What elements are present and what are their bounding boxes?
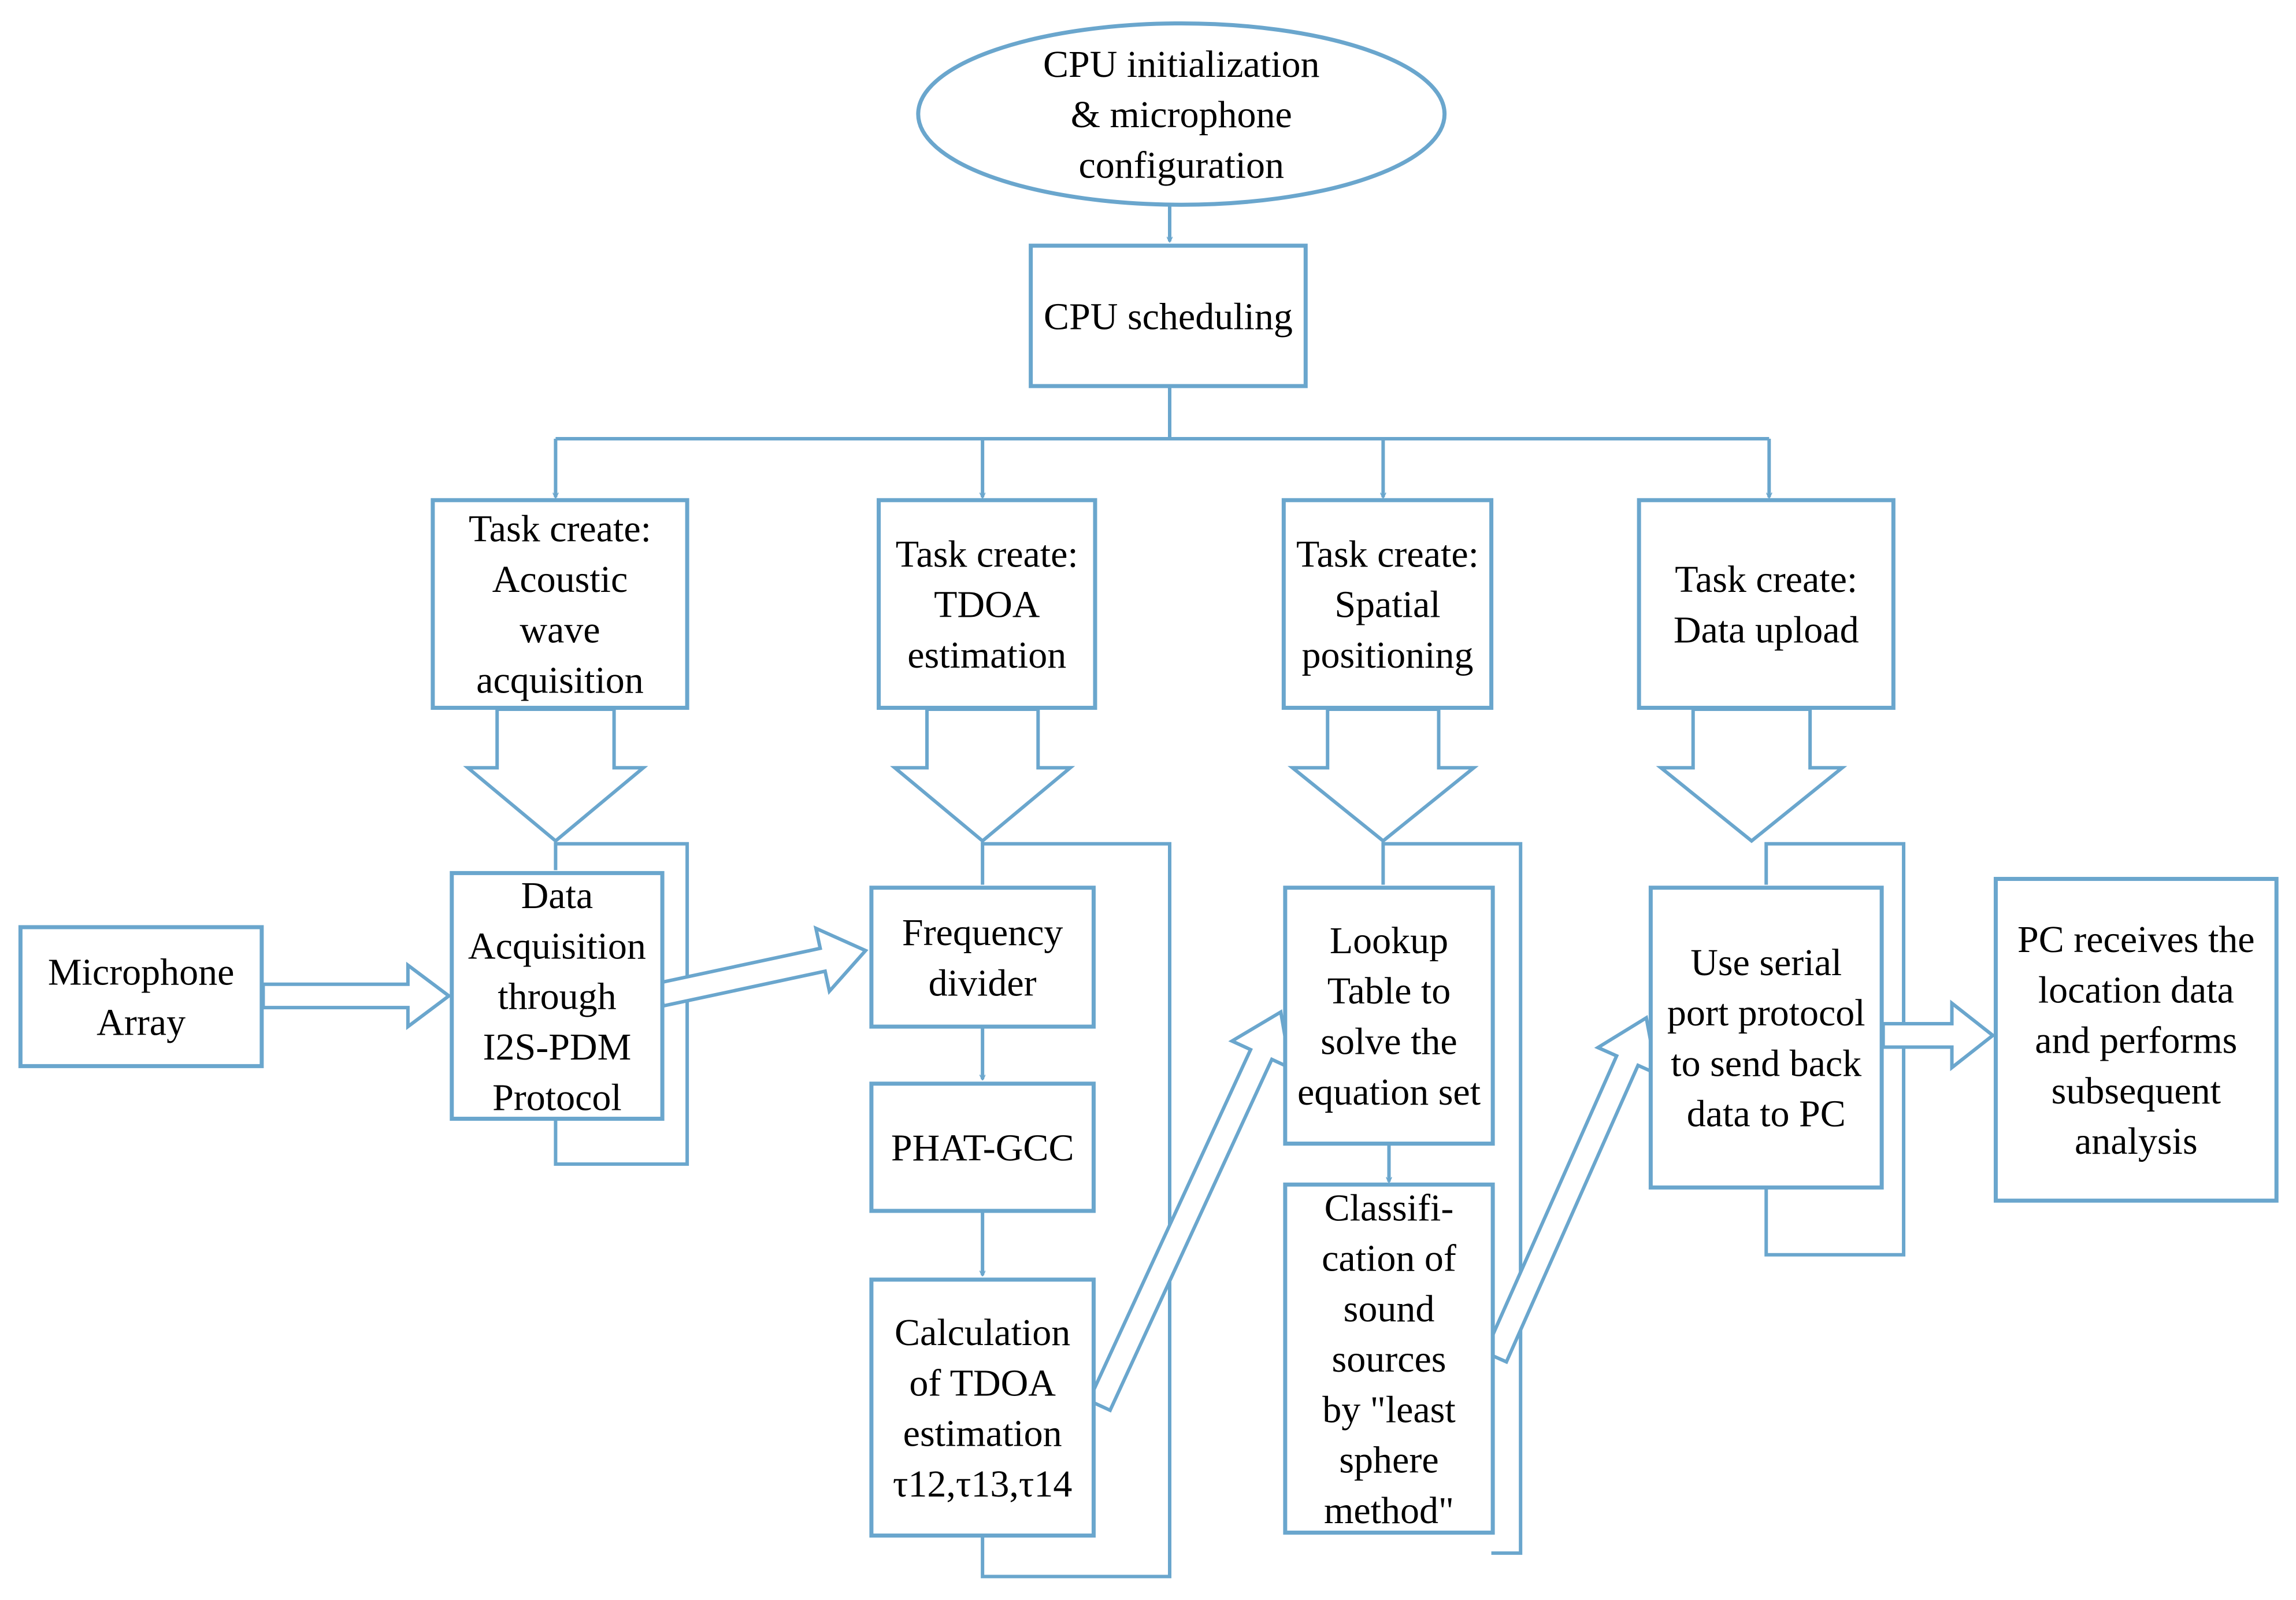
loop-tdoa xyxy=(981,842,1171,1579)
task3-text-line: Task create: xyxy=(1296,533,1479,575)
phat-node: PHAT-GCC xyxy=(869,1082,1096,1213)
calc-text-line: of TDOA xyxy=(909,1362,1056,1404)
classif-text-line: sources xyxy=(1332,1338,1446,1380)
classif-text-line: Classifi- xyxy=(1325,1187,1454,1229)
arrow-acq-to-freq xyxy=(656,925,869,1008)
lookup-text-line: Lookup xyxy=(1330,920,1448,962)
task3-shape xyxy=(1281,498,1494,710)
arrow-mic-to-acq xyxy=(261,961,452,1031)
task1-text-line: Task create: xyxy=(469,508,651,550)
process-nodes: CPU initialization & microphone configurat… xyxy=(18,21,2279,1538)
classif-text-line: cation of xyxy=(1322,1238,1456,1280)
sched-text-line: CPU scheduling xyxy=(1044,295,1293,338)
lookup-text-line: solve the xyxy=(1321,1020,1457,1062)
arrow-task1-down xyxy=(463,708,648,843)
pc-text-line: subsequent xyxy=(2052,1070,2221,1112)
task1-shape xyxy=(431,498,689,710)
task2-shape xyxy=(877,498,1097,710)
acq-text-line: Data xyxy=(521,875,594,917)
freq-shape xyxy=(869,886,1096,1029)
arrow-serial-to-pc xyxy=(1881,999,1996,1072)
task1-text-line: wave xyxy=(520,609,600,651)
loop-acq xyxy=(554,842,689,1166)
task3-text-line: positioning xyxy=(1301,634,1473,676)
task2-text-line: TDOA xyxy=(934,584,1040,626)
lookup-shape xyxy=(1283,886,1495,1146)
freq-text-line: divider xyxy=(929,962,1037,1004)
acq-text-line: through xyxy=(498,976,616,1018)
task4-text-line: Task create: xyxy=(1675,558,1857,601)
init-text-line: configuration xyxy=(1078,144,1284,186)
classif-shape xyxy=(1283,1182,1495,1535)
init-shape xyxy=(916,21,1447,207)
calc-text-line: Calculation xyxy=(895,1312,1070,1354)
serial-text-line: data to PC xyxy=(1687,1093,1846,1135)
task2-node: Task create: TDOA estimation xyxy=(877,498,1097,710)
task3-text-line: Spatial xyxy=(1334,584,1440,626)
calc-node: Calculation of TDOA estimation τ12,τ13,τ14 xyxy=(869,1277,1096,1538)
freq-text-line: Frequency xyxy=(902,912,1063,954)
loop-spatial xyxy=(1381,842,1523,1555)
task4-node: Task create: Data upload xyxy=(1637,498,1896,710)
connector-lines xyxy=(554,205,1906,1579)
pc-text-line: and performs xyxy=(2035,1020,2237,1062)
calc-shape xyxy=(869,1277,1096,1538)
task3-node: Task create: Spatial positioning xyxy=(1281,498,1494,710)
init-text-line: & microphone xyxy=(1071,94,1292,136)
classif-text-line: sound xyxy=(1344,1288,1435,1330)
serial-text-line: to send back xyxy=(1671,1042,1861,1084)
sched-shape xyxy=(1029,243,1308,388)
hollow-arrows xyxy=(261,708,1996,1413)
acq-text-line: Acquisition xyxy=(468,925,646,967)
acq-text-line: I2S-PDM xyxy=(483,1026,632,1068)
classif-text-line: by "least xyxy=(1322,1388,1455,1431)
sched-node: CPU scheduling xyxy=(1029,243,1308,388)
phat-text-line: PHAT-GCC xyxy=(891,1127,1074,1169)
arrow-task2-down xyxy=(890,708,1075,843)
pc-node: PC receives the location data and performs… xyxy=(1993,877,2279,1203)
task1-text-line: acquisition xyxy=(476,660,644,702)
loop-upload xyxy=(1764,842,1906,1257)
serial-text-line: Use serial xyxy=(1690,942,1842,984)
pc-text-line: location data xyxy=(2038,969,2234,1011)
mic-text-line: Microphone xyxy=(48,951,235,993)
acq-shape xyxy=(450,871,665,1121)
init-text-line: CPU initialization xyxy=(1043,43,1319,86)
init-node: CPU initialization & microphone configurat… xyxy=(916,21,1447,207)
arrow-task4-down xyxy=(1656,708,1848,843)
task1-node: Task create: Acoustic wave acquisition xyxy=(431,498,689,710)
acq-text-line: Protocol xyxy=(492,1076,622,1118)
task4-text-line: Data upload xyxy=(1674,609,1859,651)
calc-text-line: estimation xyxy=(903,1413,1062,1455)
freq-node: Frequency divider xyxy=(869,886,1096,1029)
serial-shape xyxy=(1648,886,1884,1190)
pc-text-line: analysis xyxy=(2075,1120,2198,1162)
arrow-calc-to-lookup xyxy=(1086,1009,1293,1413)
classif-node: Classifi-cation of sound sources by "least s… xyxy=(1283,1182,1495,1535)
task2-text-line: Task create: xyxy=(896,533,1078,575)
serial-node: Use serial port protocol to send back data … xyxy=(1648,886,1884,1190)
lookup-text-line: Table to xyxy=(1327,970,1451,1012)
mic-shape xyxy=(18,925,264,1068)
arrow-task3-down xyxy=(1288,708,1479,843)
arrow-classif-to-serial xyxy=(1482,1015,1659,1365)
phat-shape xyxy=(869,1082,1096,1213)
classif-text-line: sphere xyxy=(1339,1439,1438,1482)
serial-text-line: port protocol xyxy=(1667,992,1865,1034)
task1-text-line: Acoustic xyxy=(492,558,628,601)
lookup-text-line: equation set xyxy=(1297,1071,1481,1113)
task2-text-line: estimation xyxy=(907,634,1066,676)
mic-text-line: Array xyxy=(97,1002,186,1044)
calc-text-line: τ12,τ13,τ14 xyxy=(893,1463,1073,1505)
pc-text-line: PC receives the xyxy=(2017,918,2255,961)
classif-text-line: method" xyxy=(1324,1490,1454,1532)
task4-shape xyxy=(1637,498,1896,710)
pc-shape xyxy=(1993,877,2279,1203)
